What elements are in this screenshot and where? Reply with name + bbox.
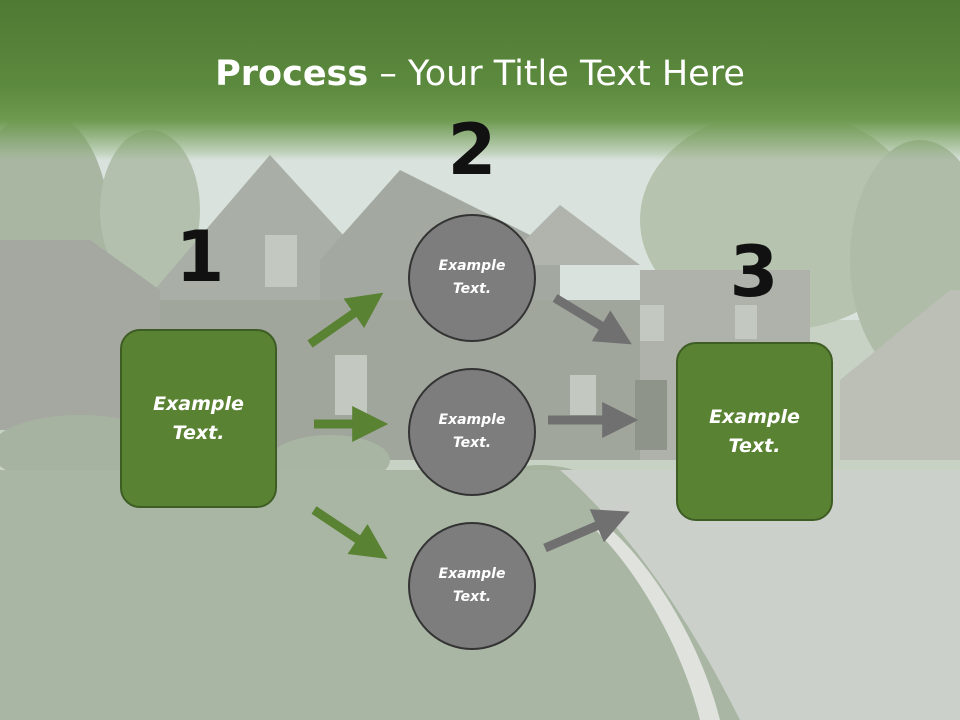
step-1-label: Example Text.: [153, 392, 244, 444]
circle-middle-label: Example Text.: [438, 412, 506, 451]
step-number-3: 3: [729, 231, 779, 313]
arrow-1-to-top: [307, 292, 384, 348]
arrow-top-to-3: [552, 294, 632, 345]
step-3-box[interactable]: Example Text.: [676, 342, 833, 521]
title-bold: Process: [215, 54, 369, 94]
circle-bottom-label: Example Text.: [438, 566, 506, 605]
circle-top-label: Example Text.: [438, 258, 506, 297]
step-number-2: 2: [447, 109, 497, 191]
step-1-box[interactable]: Example Text.: [120, 329, 277, 508]
step-2-circle-middle[interactable]: Example Text.: [408, 368, 536, 496]
step-2-circle-top[interactable]: Example Text.: [408, 214, 536, 342]
step-2-circle-bottom[interactable]: Example Text.: [408, 522, 536, 650]
slide-title: Process – Your Title Text Here: [0, 52, 960, 96]
step-number-1: 1: [175, 216, 225, 298]
title-rest: – Your Title Text Here: [368, 54, 745, 94]
step-3-label: Example Text.: [709, 405, 800, 457]
title-bar: [0, 0, 960, 160]
arrow-1-to-bottom: [311, 506, 388, 559]
arrow-bottom-to-3: [543, 509, 630, 553]
